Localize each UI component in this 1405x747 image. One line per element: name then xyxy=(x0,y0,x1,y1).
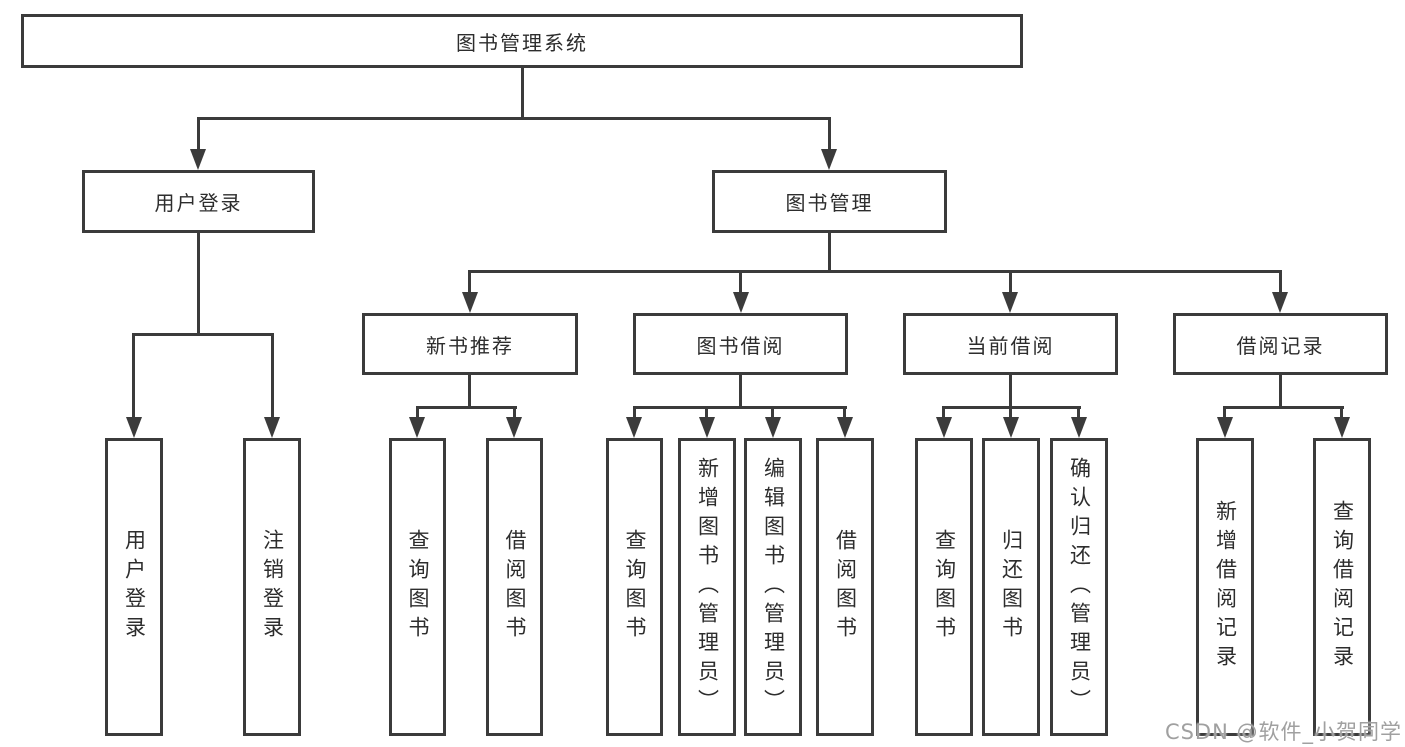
arrow-down-icon xyxy=(837,417,853,438)
leaf-records-add-record: 新增借阅记录 xyxy=(1196,438,1254,736)
node-current-borrow: 当前借阅 xyxy=(903,313,1118,375)
leaf-borrow-query-books: 查询图书 xyxy=(606,438,663,736)
connector-new-books-branch xyxy=(416,406,517,409)
arrow-down-icon xyxy=(1272,292,1288,313)
connector-user-login-stem xyxy=(197,233,200,336)
connector-current-borrow-stem xyxy=(1009,375,1012,409)
arrow-down-icon xyxy=(626,417,642,438)
leaf-borrow-borrow-books: 借阅图书 xyxy=(816,438,874,736)
node-borrow-records: 借阅记录 xyxy=(1173,313,1388,375)
connector-new-books-stem xyxy=(468,375,471,409)
leaf-records-query-record: 查询借阅记录 xyxy=(1313,438,1371,736)
csdn-watermark: CSDN @软件_小贺同学 xyxy=(1164,720,1402,744)
arrow-down-icon xyxy=(1003,417,1019,438)
arrow-down-icon xyxy=(1071,417,1087,438)
node-user-login: 用户登录 xyxy=(82,170,315,233)
connector-drop-leaf-login xyxy=(132,333,135,419)
node-new-book-recommend: 新书推荐 xyxy=(362,313,578,375)
connector-drop-leaf xyxy=(705,406,708,419)
connector-drop-leaf xyxy=(942,406,945,419)
arrow-down-icon xyxy=(936,417,952,438)
connector-drop-leaf xyxy=(416,406,419,419)
leaf-newbooks-borrow-books: 借阅图书 xyxy=(486,438,543,736)
leaf-newbooks-query-books: 查询图书 xyxy=(389,438,446,736)
arrow-down-icon xyxy=(409,417,425,438)
connector-drop-leaf-logout xyxy=(271,333,274,419)
connector-drop-current-borrow xyxy=(1009,270,1012,294)
arrow-down-icon xyxy=(699,417,715,438)
leaf-user-login: 用户登录 xyxy=(105,438,163,736)
connector-book-management-stem xyxy=(828,233,831,273)
arrow-down-icon xyxy=(506,417,522,438)
connector-drop-book-management xyxy=(828,117,831,151)
leaf-current-return-books: 归还图书 xyxy=(982,438,1040,736)
connector-level2-line xyxy=(197,117,831,120)
connector-root-stem xyxy=(521,66,524,120)
connector-drop-leaf xyxy=(1077,406,1080,419)
arrow-down-icon xyxy=(765,417,781,438)
node-book-management: 图书管理 xyxy=(712,170,947,233)
arrow-down-icon xyxy=(821,149,837,170)
connector-drop-leaf xyxy=(771,406,774,419)
leaf-current-confirm-return-admin: 确认归还（管理员） xyxy=(1050,438,1108,736)
connector-level3-line xyxy=(468,270,1282,273)
node-book-borrow: 图书借阅 xyxy=(633,313,848,375)
connector-drop-leaf xyxy=(843,406,846,419)
arrow-down-icon xyxy=(1334,417,1350,438)
arrow-down-icon xyxy=(264,417,280,438)
connector-borrow-records-branch xyxy=(1223,406,1344,409)
connector-drop-borrow-records xyxy=(1279,270,1282,294)
connector-drop-new-books xyxy=(468,270,471,294)
arrow-down-icon xyxy=(1217,417,1233,438)
connector-drop-leaf xyxy=(1223,406,1226,419)
leaf-logout: 注销登录 xyxy=(243,438,301,736)
connector-book-borrow-stem xyxy=(739,375,742,409)
arrow-down-icon xyxy=(462,292,478,313)
connector-drop-leaf xyxy=(1009,406,1012,419)
connector-book-borrow-branch xyxy=(633,406,847,409)
node-root: 图书管理系统 xyxy=(21,14,1023,68)
leaf-borrow-edit-books-admin: 编辑图书（管理员） xyxy=(744,438,802,736)
arrow-down-icon xyxy=(126,417,142,438)
leaf-current-query-books: 查询图书 xyxy=(915,438,973,736)
connector-drop-user-login xyxy=(197,117,200,151)
arrow-down-icon xyxy=(190,149,206,170)
connector-borrow-records-stem xyxy=(1279,375,1282,409)
connector-drop-book-borrow xyxy=(739,270,742,294)
connector-drop-leaf xyxy=(513,406,516,419)
connector-user-login-branch xyxy=(132,333,273,336)
leaf-borrow-add-books-admin: 新增图书（管理员） xyxy=(678,438,736,736)
connector-drop-leaf xyxy=(1340,406,1343,419)
connector-drop-leaf xyxy=(633,406,636,419)
arrow-down-icon xyxy=(733,292,749,313)
arrow-down-icon xyxy=(1002,292,1018,313)
